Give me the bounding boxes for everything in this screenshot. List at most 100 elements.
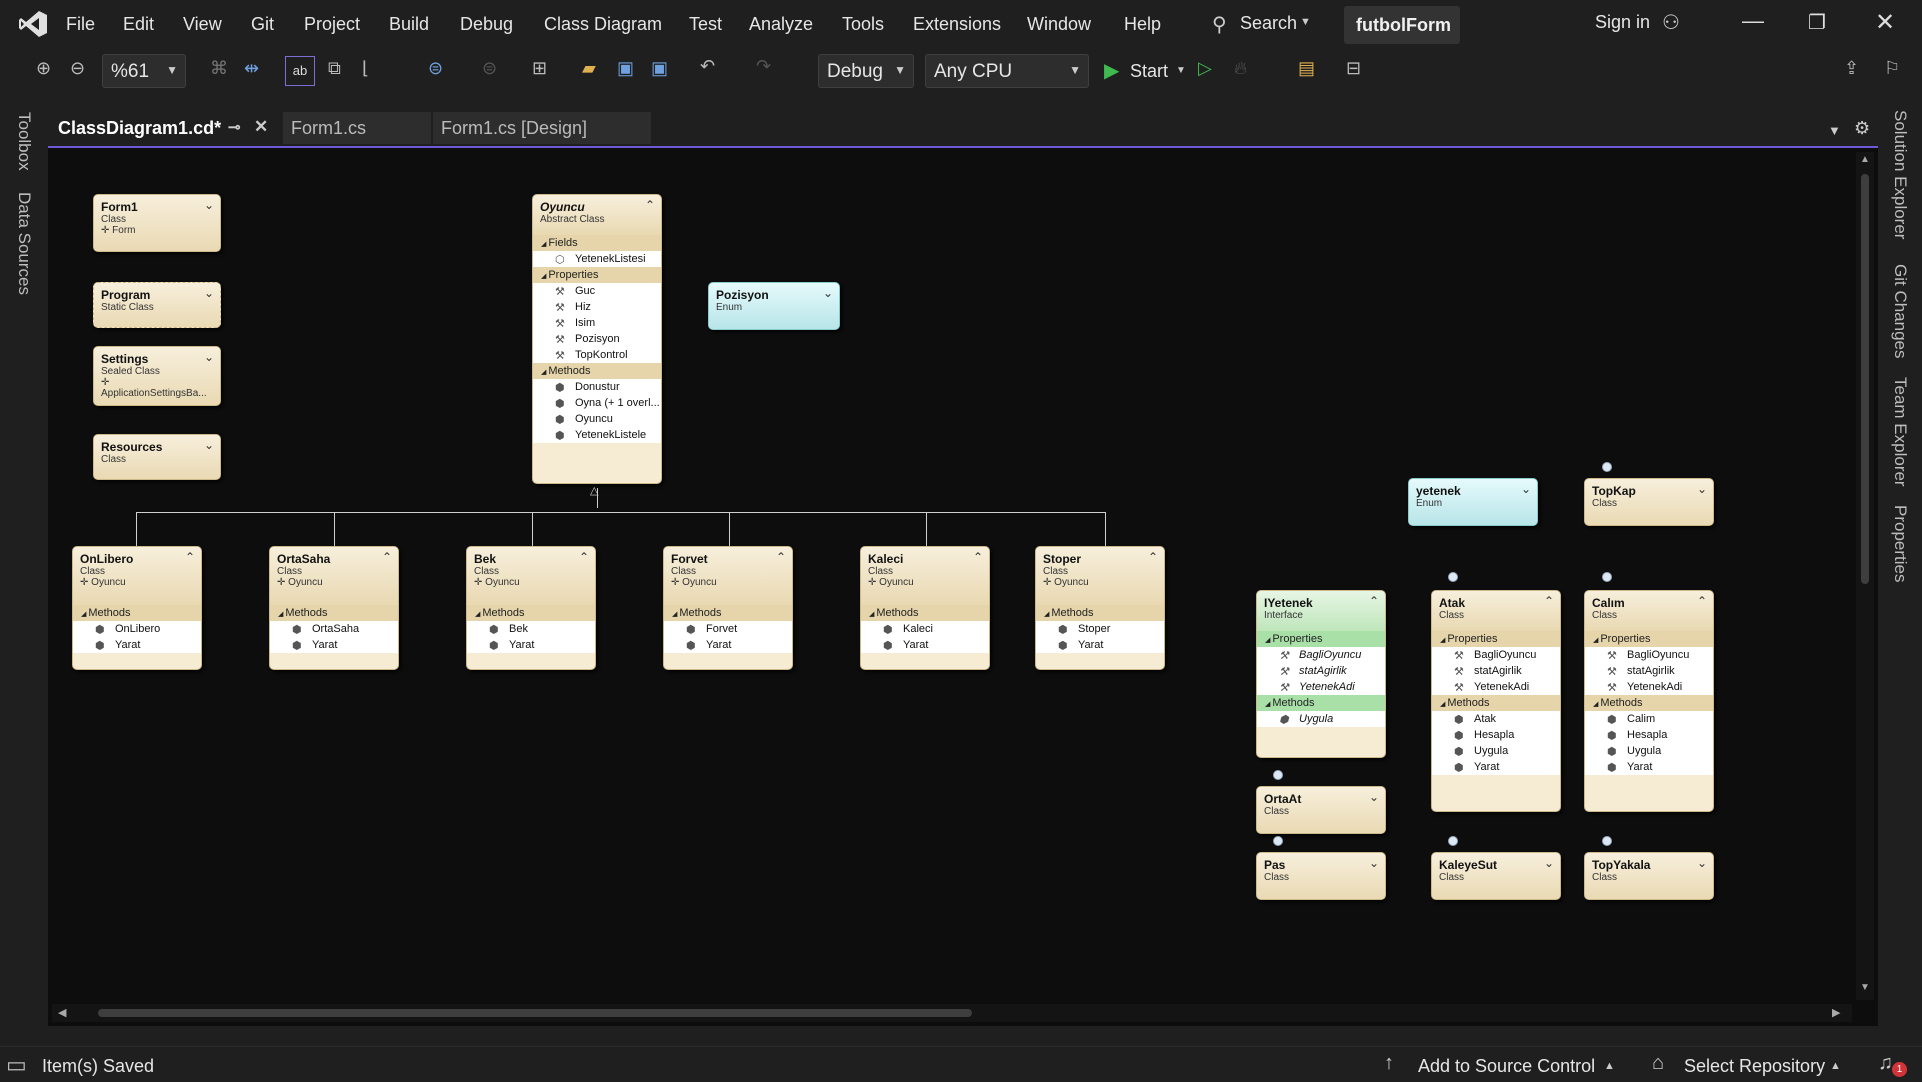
close-tab-icon[interactable]: ✕ bbox=[254, 117, 269, 136]
class-shape-pas[interactable]: Pas Class ⌄ bbox=[1256, 852, 1386, 900]
search-box[interactable]: ⚲ Search ▼ bbox=[1210, 8, 1315, 40]
class-shape-calim[interactable]: Calım Class ⌃ Properties ⚒BagliOyuncu ⚒s… bbox=[1584, 590, 1714, 812]
method-item[interactable]: ⬢Yarat bbox=[270, 637, 398, 653]
method-item[interactable]: ⬢Bek bbox=[467, 621, 595, 637]
scroll-up-icon[interactable]: ▲ bbox=[1860, 154, 1870, 165]
tab-form1-design[interactable]: Form1.cs [Design] bbox=[433, 112, 651, 144]
menu-test[interactable]: Test bbox=[689, 14, 723, 34]
solution-explorer-tab[interactable]: Solution Explorer bbox=[1891, 110, 1910, 240]
methods-section[interactable]: Methods bbox=[861, 605, 989, 621]
navigate-forward-icon[interactable]: ⊜ bbox=[482, 58, 498, 78]
class-shape-settings[interactable]: Settings Sealed Class ✛ ApplicationSetti… bbox=[93, 346, 221, 406]
class-shape-topkap[interactable]: TopKap Class ⌄ bbox=[1584, 478, 1714, 526]
scroll-left-icon[interactable]: ◀ bbox=[58, 1007, 67, 1019]
menu-extensions[interactable]: Extensions bbox=[913, 14, 1002, 34]
window-layout-icon[interactable]: ⊟ bbox=[1346, 58, 1362, 78]
method-item[interactable]: ⬢Forvet bbox=[664, 621, 792, 637]
adjust-width-icon[interactable]: ⇹ bbox=[244, 58, 260, 78]
method-item[interactable]: ⬢Hesapla bbox=[1585, 727, 1713, 743]
save-all-icon[interactable]: ▣ bbox=[651, 58, 669, 78]
undo-icon[interactable]: ↶ bbox=[700, 56, 716, 76]
platform-combo[interactable]: Any CPU ▼ bbox=[925, 54, 1089, 88]
properties-section[interactable]: Properties bbox=[1257, 631, 1385, 647]
collapse-icon[interactable]: ⌃ bbox=[184, 550, 195, 564]
properties-section[interactable]: Properties bbox=[1585, 631, 1713, 647]
method-item[interactable]: ⬢Yarat bbox=[467, 637, 595, 653]
menu-file[interactable]: File bbox=[66, 14, 96, 34]
collapse-icon[interactable]: ⌃ bbox=[1368, 594, 1379, 608]
class-shape-forvet[interactable]: Forvet Class ✛ Oyuncu ⌃ Methods ⬢Forvet … bbox=[663, 546, 793, 670]
properties-section[interactable]: Properties bbox=[1432, 631, 1560, 647]
property-item[interactable]: ⚒YetenekAdi bbox=[1257, 679, 1385, 695]
add-to-source-control-button[interactable]: Add to Source Control bbox=[1418, 1056, 1596, 1076]
team-explorer-tab[interactable]: Team Explorer bbox=[1891, 377, 1910, 487]
expand-icon[interactable]: ⌄ bbox=[1696, 482, 1707, 496]
collapse-icon[interactable]: ⌃ bbox=[972, 550, 983, 564]
zoom-combo[interactable]: %61 ▼ bbox=[102, 54, 186, 88]
enum-shape-yetenek[interactable]: yetenek Enum ⌄ bbox=[1408, 478, 1538, 526]
change-members-icon[interactable]: ⌊ bbox=[362, 58, 370, 78]
share-icon[interactable]: ⇪ bbox=[1844, 58, 1860, 78]
zoom-in-icon[interactable]: ⊕ bbox=[36, 58, 52, 78]
methods-section[interactable]: Methods bbox=[270, 605, 398, 621]
property-item[interactable]: ⚒Isim bbox=[533, 315, 661, 331]
class-shape-bek[interactable]: Bek Class ✛ Oyuncu ⌃ Methods ⬢Bek ⬢Yarat bbox=[466, 546, 596, 670]
configuration-combo[interactable]: Debug ▼ bbox=[818, 54, 914, 88]
class-shape-kaleci[interactable]: Kaleci Class ✛ Oyuncu ⌃ Methods ⬢Kaleci … bbox=[860, 546, 990, 670]
select-repository-button[interactable]: Select Repository bbox=[1684, 1056, 1826, 1076]
start-without-debugging-icon[interactable]: ▷ bbox=[1198, 58, 1212, 78]
expand-icon[interactable]: ⌄ bbox=[203, 350, 214, 364]
display-name-icon[interactable]: ab bbox=[285, 56, 315, 86]
start-button[interactable]: ▶ Start ▼ bbox=[1100, 56, 1190, 86]
menu-view[interactable]: View bbox=[183, 14, 222, 34]
layout-icon[interactable]: ⌘ bbox=[210, 58, 228, 78]
hot-reload-icon[interactable]: 🔥︎ bbox=[1234, 58, 1248, 78]
class-shape-oyuncu[interactable]: Oyuncu Abstract Class ⌃ Fields ⬡YetenekL… bbox=[532, 194, 662, 484]
property-item[interactable]: ⚒statAgirlik bbox=[1257, 663, 1385, 679]
method-item[interactable]: ⬢Yarat bbox=[73, 637, 201, 653]
expand-icon[interactable]: ⌄ bbox=[1368, 856, 1379, 870]
vertical-scrollbar[interactable]: ▲ ▼ bbox=[1856, 152, 1874, 1000]
menu-git[interactable]: Git bbox=[251, 14, 275, 34]
methods-section[interactable]: Methods bbox=[1432, 695, 1560, 711]
folder-view-icon[interactable]: ▤ bbox=[1298, 58, 1316, 78]
navigate-back-icon[interactable]: ⊜ bbox=[428, 58, 444, 78]
method-item[interactable]: ⬢Uygula bbox=[1585, 743, 1713, 759]
enum-shape-pozisyon[interactable]: Pozisyon Enum ⌄ bbox=[708, 282, 840, 330]
method-item[interactable]: ⬢Yarat bbox=[1432, 759, 1560, 775]
expand-icon[interactable]: ⌄ bbox=[1520, 482, 1531, 496]
expand-icon[interactable]: ⌄ bbox=[203, 286, 214, 300]
property-item[interactable]: ⚒YetenekAdi bbox=[1585, 679, 1713, 695]
class-shape-kaleyesut[interactable]: KaleyeSut Class ⌄ bbox=[1431, 852, 1561, 900]
scroll-right-icon[interactable]: ▶ bbox=[1832, 1007, 1841, 1019]
property-item[interactable]: ⚒BagliOyuncu bbox=[1257, 647, 1385, 663]
expand-icon[interactable]: ⌄ bbox=[1696, 856, 1707, 870]
account-icon[interactable]: ⚇ bbox=[1662, 12, 1680, 34]
horizontal-scrollbar[interactable]: ◀ ▶ bbox=[52, 1004, 1852, 1022]
zoom-out-icon[interactable]: ⊖ bbox=[70, 58, 86, 78]
class-shape-ortaat[interactable]: OrtaAt Class ⌄ bbox=[1256, 786, 1386, 834]
new-item-icon[interactable]: ⊞ bbox=[532, 58, 548, 78]
group-members-icon[interactable]: ⧉ bbox=[328, 58, 341, 78]
property-item[interactable]: ⚒statAgirlik bbox=[1585, 663, 1713, 679]
class-shape-onlibero[interactable]: OnLibero Class ✛ Oyuncu ⌃ Methods ⬢OnLib… bbox=[72, 546, 202, 670]
collapse-icon[interactable]: ⌃ bbox=[775, 550, 786, 564]
method-item[interactable]: ⬢Oyna (+ 1 overl... bbox=[533, 395, 661, 411]
tab-form1-cs[interactable]: Form1.cs bbox=[283, 112, 431, 144]
restore-icon[interactable]: ❐ bbox=[1808, 12, 1826, 34]
method-item[interactable]: ⬢OrtaSaha bbox=[270, 621, 398, 637]
minimize-icon[interactable]: — bbox=[1742, 8, 1764, 33]
menu-edit[interactable]: Edit bbox=[123, 14, 155, 34]
interface-shape-iyetenek[interactable]: IYetenek Interface ⌃ Properties ⚒BagliOy… bbox=[1256, 590, 1386, 758]
class-shape-atak[interactable]: Atak Class ⌃ Properties ⚒BagliOyuncu ⚒st… bbox=[1431, 590, 1561, 812]
collapse-icon[interactable]: ⌃ bbox=[381, 550, 392, 564]
method-item[interactable]: ⬢Stoper bbox=[1036, 621, 1164, 637]
property-item[interactable]: ⚒Pozisyon bbox=[533, 331, 661, 347]
methods-section[interactable]: Methods bbox=[1036, 605, 1164, 621]
tab-overflow-icon[interactable]: ▼ bbox=[1828, 123, 1841, 138]
property-item[interactable]: ⚒Hiz bbox=[533, 299, 661, 315]
notifications-button[interactable]: ♫ 1 bbox=[1876, 1050, 1910, 1078]
redo-icon[interactable]: ↷ bbox=[756, 56, 772, 76]
class-shape-program[interactable]: Program Static Class ⌄ bbox=[93, 282, 221, 328]
method-item[interactable]: ⬢OnLibero bbox=[73, 621, 201, 637]
